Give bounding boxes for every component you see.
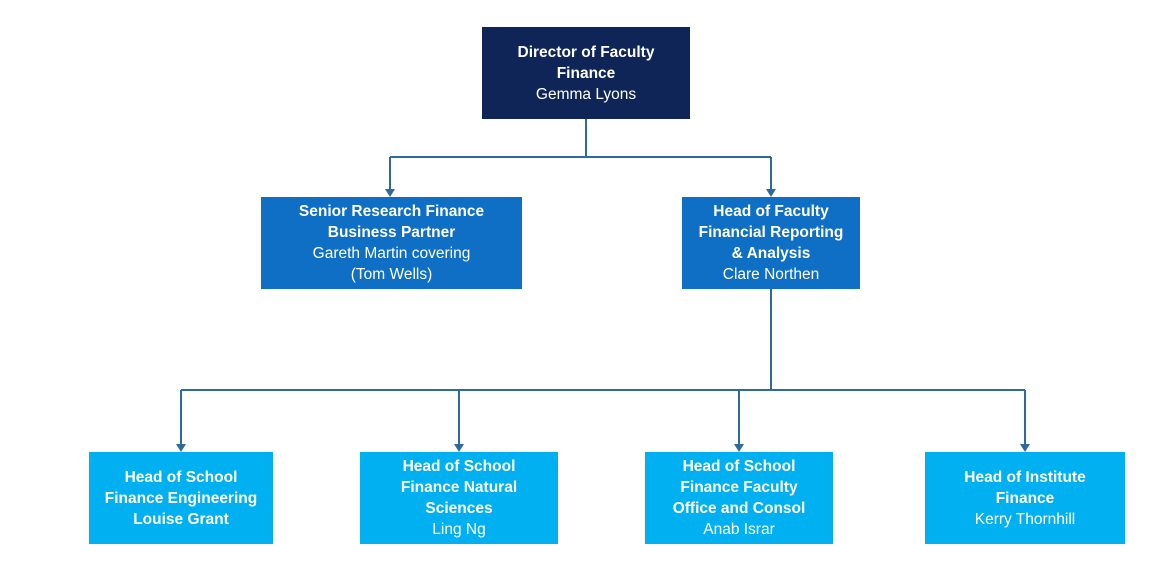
institute-head-person: Kerry Thornhill xyxy=(974,510,1076,528)
director-node: Director of Faculty Finance Gemma Lyons xyxy=(482,27,690,119)
arrowhead-office xyxy=(734,444,744,452)
natural-sciences-head-title: Head of School Finance Natural Sciences xyxy=(400,458,518,517)
faculty-office-head-node: Head of School Finance Faculty Office an… xyxy=(645,452,833,544)
research-partner-person: Gareth Martin covering (Tom Wells) xyxy=(312,245,471,283)
reporting-head-person: Clare Northen xyxy=(722,266,820,283)
reporting-head-title: Head of Faculty Financial Reporting & An… xyxy=(698,203,844,262)
director-person: Gemma Lyons xyxy=(535,85,637,103)
research-partner-title: Senior Research Finance Business Partner xyxy=(298,203,485,241)
reporting-head-node: Head of Faculty Financial Reporting & An… xyxy=(682,197,860,289)
research-partner-node: Senior Research Finance Business Partner… xyxy=(261,197,522,289)
arrowhead-research xyxy=(385,189,395,197)
arrowhead-institute xyxy=(1020,444,1030,452)
director-title: Director of Faculty Finance xyxy=(517,43,655,82)
faculty-office-head-title: Head of School Finance Faculty Office an… xyxy=(672,458,806,517)
natural-sciences-head-person: Ling Ng xyxy=(432,521,486,538)
faculty-office-head-person: Anab Israr xyxy=(703,521,775,538)
institute-head-title: Head of Institute Finance xyxy=(964,468,1086,507)
arrowhead-engineering xyxy=(176,444,186,452)
engineering-head-title: Head of School Finance Engineering xyxy=(104,468,258,507)
arrowhead-reporting xyxy=(766,189,776,197)
arrowhead-natural xyxy=(454,444,464,452)
institute-head-node: Head of Institute Finance Kerry Thornhil… xyxy=(925,452,1125,544)
natural-sciences-head-node: Head of School Finance Natural Sciences … xyxy=(360,452,558,544)
engineering-head-node: Head of School Finance Engineering Louis… xyxy=(89,452,273,544)
engineering-head-person: Louise Grant xyxy=(133,510,229,528)
